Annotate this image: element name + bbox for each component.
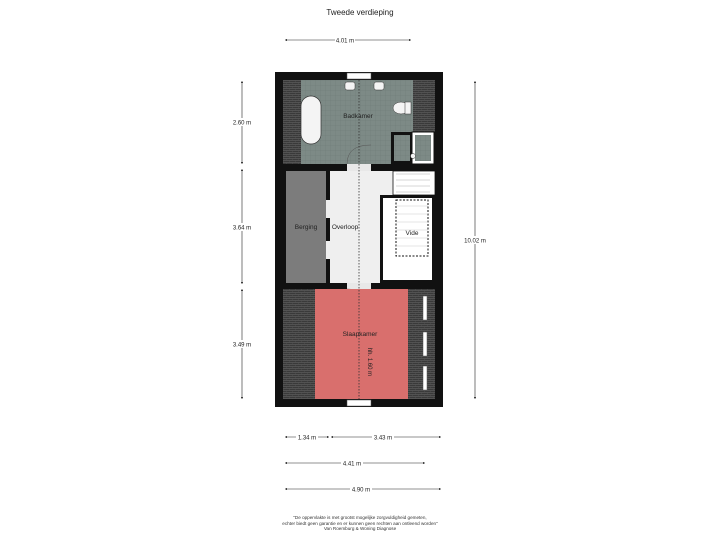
room-label-void: Vide	[406, 230, 419, 237]
dim-right-total: 10.02 m	[464, 239, 486, 245]
disclaimer-line-1: "De oppervlakte is met grootst mogelijke…	[293, 515, 427, 520]
dim-left-3: 3.49 m	[233, 343, 251, 349]
dim-bottom-d: 4.90 m	[352, 488, 370, 494]
dim-bottom-c: 4.41 m	[343, 462, 361, 468]
bathtub-icon	[300, 95, 322, 145]
headroom-note: hh. 1.60 m	[366, 348, 372, 376]
disclaimer: "De oppervlakte is met grootst mogelijke…	[0, 515, 720, 532]
window-bottom	[346, 399, 372, 407]
disclaimer-line-3: Van Roemburg & Woning Diagnose	[323, 526, 397, 532]
skylights	[422, 295, 428, 391]
sink-icon	[373, 81, 385, 91]
floor-title: Tweede verdieping	[326, 8, 394, 17]
dimension-labels: 4.01 m 2.60 m 3.64 m 3.49 m 10.02 m 1.34…	[230, 36, 489, 494]
disclaimer-line-2: echter biedt geen garantie en er kunnen …	[282, 520, 438, 526]
room-label-landing: Overloop	[332, 224, 359, 231]
room-label-storage: Berging	[295, 224, 318, 231]
drain-icon	[410, 153, 416, 159]
roof-slope	[283, 80, 435, 399]
storage-room	[286, 171, 326, 283]
sink-icon	[344, 81, 356, 91]
window-top	[346, 72, 372, 80]
door-bedroom	[347, 283, 371, 289]
room-label-bedroom: Slaapkamer	[343, 331, 379, 338]
dim-bottom-b: 3.43 m	[374, 436, 392, 442]
bathroom: Badkamer	[300, 80, 435, 165]
dim-bottom-a: 1.34 m	[298, 436, 316, 442]
dim-top-width: 4.01 m	[336, 39, 354, 45]
stairs: Vide	[380, 170, 436, 283]
dim-left-1: 2.60 m	[233, 121, 251, 127]
room-label-bathroom: Badkamer	[343, 113, 373, 120]
bedroom	[315, 289, 408, 399]
dim-left-2: 3.64 m	[233, 226, 251, 232]
